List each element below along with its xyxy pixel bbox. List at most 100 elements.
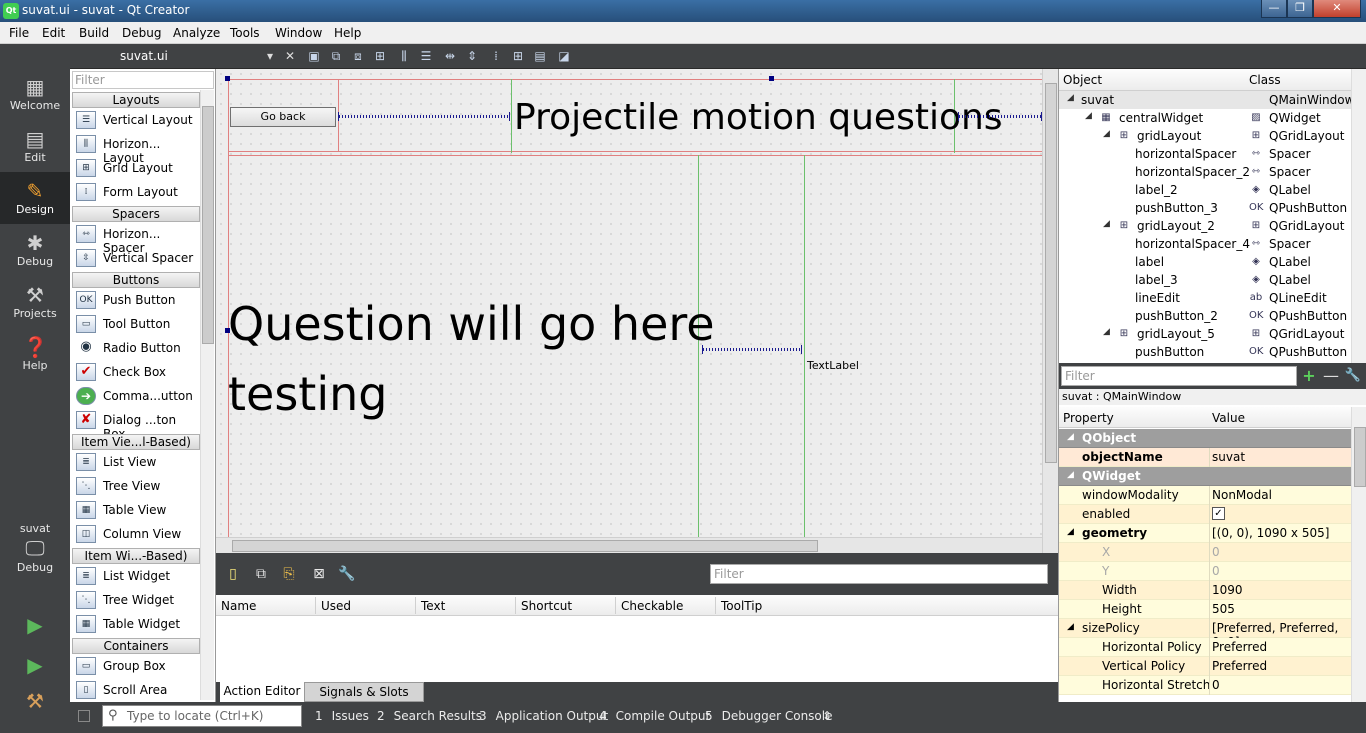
new-action-icon[interactable]: ▯: [229, 566, 237, 582]
column-header-name[interactable]: Name: [221, 599, 257, 613]
layout-grid-icon[interactable]: ⊞: [512, 49, 524, 63]
widget-command-link-button[interactable]: ➔Comma...utton: [74, 385, 200, 407]
more-tabs-chevron-icon[interactable]: ⇕: [822, 709, 833, 723]
go-back-button[interactable]: Go back: [230, 107, 336, 127]
horizontal-spacer[interactable]: [338, 112, 510, 121]
widget-tree-widget[interactable]: ⋱Tree Widget: [74, 589, 200, 611]
widget-form-layout[interactable]: ⁞Form Layout: [74, 181, 200, 203]
property-group-qobject[interactable]: ◢QObject: [1059, 429, 1351, 448]
menu-tools[interactable]: Tools: [230, 26, 260, 40]
copy-action-icon[interactable]: ⧉: [256, 566, 266, 582]
widget-horizontal-layout[interactable]: ⫼Horizon... Layout: [74, 133, 200, 165]
configure-wrench-icon[interactable]: 🔧: [338, 566, 356, 582]
layout-form-icon[interactable]: ⁞: [494, 49, 498, 63]
scrollbar-thumb[interactable]: [232, 540, 818, 552]
property-editor-scrollbar[interactable]: [1351, 407, 1366, 702]
expand-arrow-icon[interactable]: ◢: [1085, 111, 1092, 121]
horizontal-spacer-4[interactable]: [702, 345, 802, 354]
widget-filter-input[interactable]: Filter: [72, 71, 214, 89]
question-label[interactable]: Question will go here testing: [228, 289, 715, 429]
widget-table-view[interactable]: ▦Table View: [74, 499, 200, 521]
layout-vertical-splitter-icon[interactable]: ⇕: [466, 49, 478, 63]
object-tree-row[interactable]: label◈QLabel: [1059, 253, 1351, 271]
add-property-button[interactable]: +: [1302, 366, 1316, 385]
delete-action-icon[interactable]: ⊠: [313, 566, 325, 582]
configure-wrench-icon[interactable]: 🔧: [1344, 368, 1362, 383]
remove-property-button[interactable]: —: [1323, 366, 1339, 385]
widget-dialog-button-box[interactable]: ✘Dialog ...ton Box: [74, 409, 200, 441]
locator-input[interactable]: ⚲ Type to locate (Ctrl+K): [102, 705, 302, 727]
mode-help[interactable]: ❓ Help: [0, 328, 70, 380]
object-tree-row[interactable]: label_2◈QLabel: [1059, 181, 1351, 199]
canvas-horizontal-scrollbar[interactable]: [216, 537, 1042, 553]
selection-handle[interactable]: [769, 76, 774, 81]
toggle-sidebar-icon[interactable]: [78, 710, 90, 722]
build-button[interactable]: ⚒: [0, 684, 70, 724]
menu-edit[interactable]: Edit: [42, 26, 66, 40]
widget-list-view[interactable]: ≣List View: [74, 451, 200, 473]
object-tree-row[interactable]: horizontalSpacer_2⇿Spacer: [1059, 163, 1351, 181]
widget-check-box[interactable]: ✔Check Box: [74, 361, 200, 383]
widget-group-box[interactable]: ▭Group Box: [74, 655, 200, 677]
scrollbar-thumb[interactable]: [202, 106, 214, 344]
property-value[interactable]: suvat: [1212, 450, 1246, 464]
column-header-text[interactable]: Text: [421, 599, 446, 613]
break-layout-icon[interactable]: ▤: [534, 49, 546, 63]
widget-vertical-spacer[interactable]: ⇳Vertical Spacer: [74, 247, 200, 269]
close-document-icon[interactable]: ✕: [284, 49, 296, 63]
property-group-qwidget[interactable]: ◢QWidget: [1059, 467, 1351, 486]
category-item-widgets[interactable]: Item Wi...-Based): [72, 548, 200, 564]
property-value[interactable]: Preferred: [1212, 659, 1268, 673]
widget-table-widget[interactable]: ▦Table Widget: [74, 613, 200, 635]
run-button[interactable]: ▶: [0, 608, 70, 644]
widget-tool-button[interactable]: ▭Tool Button: [74, 313, 200, 335]
category-containers[interactable]: Containers: [72, 638, 200, 654]
mode-design[interactable]: ✎ Design: [0, 172, 70, 224]
object-tree-row[interactable]: horizontalSpacer_4⇿Spacer: [1059, 235, 1351, 253]
chevron-down-icon[interactable]: ▾: [266, 49, 274, 63]
layout-horizontal-splitter-icon[interactable]: ⇹: [444, 49, 456, 63]
property-row-enabled[interactable]: enabled✓: [1059, 505, 1351, 524]
expand-arrow-icon[interactable]: ◢: [1103, 129, 1110, 139]
widget-column-view[interactable]: ◫Column View: [74, 523, 200, 545]
widget-radio-button[interactable]: ◉Radio Button: [74, 337, 200, 359]
category-item-views[interactable]: Item Vie...l-Based): [72, 434, 200, 450]
widget-grid-layout[interactable]: ⊞Grid Layout: [74, 157, 200, 179]
property-filter-input[interactable]: Filter: [1061, 366, 1297, 386]
mode-debug[interactable]: ✱ Debug: [0, 224, 70, 276]
paste-action-icon[interactable]: ⎘: [283, 566, 295, 582]
expand-arrow-icon[interactable]: ◢: [1067, 93, 1074, 103]
property-value[interactable]: 0: [1212, 678, 1220, 692]
edit-tab-order-icon[interactable]: ⊞: [374, 49, 386, 63]
object-tree-row[interactable]: label_3◈QLabel: [1059, 271, 1351, 289]
column-header-property[interactable]: Property: [1063, 411, 1114, 425]
property-value[interactable]: Preferred: [1212, 640, 1268, 654]
object-inspector-scrollbar[interactable]: [1351, 69, 1366, 363]
enabled-checkbox[interactable]: ✓: [1212, 507, 1225, 520]
column-header-shortcut[interactable]: Shortcut: [521, 599, 573, 613]
category-spacers[interactable]: Spacers: [72, 206, 200, 222]
action-filter-input[interactable]: Filter: [710, 564, 1048, 584]
mode-projects[interactable]: ⚒ Projects: [0, 276, 70, 328]
column-header-class[interactable]: Class: [1249, 73, 1281, 87]
property-value[interactable]: [(0, 0), 1090 x 505]: [1212, 526, 1330, 540]
close-window-button[interactable]: ✕: [1313, 0, 1361, 18]
minimize-button[interactable]: —: [1261, 0, 1287, 18]
adjust-size-icon[interactable]: ◪: [558, 49, 570, 63]
open-document-selector[interactable]: suvat.ui: [120, 49, 168, 63]
